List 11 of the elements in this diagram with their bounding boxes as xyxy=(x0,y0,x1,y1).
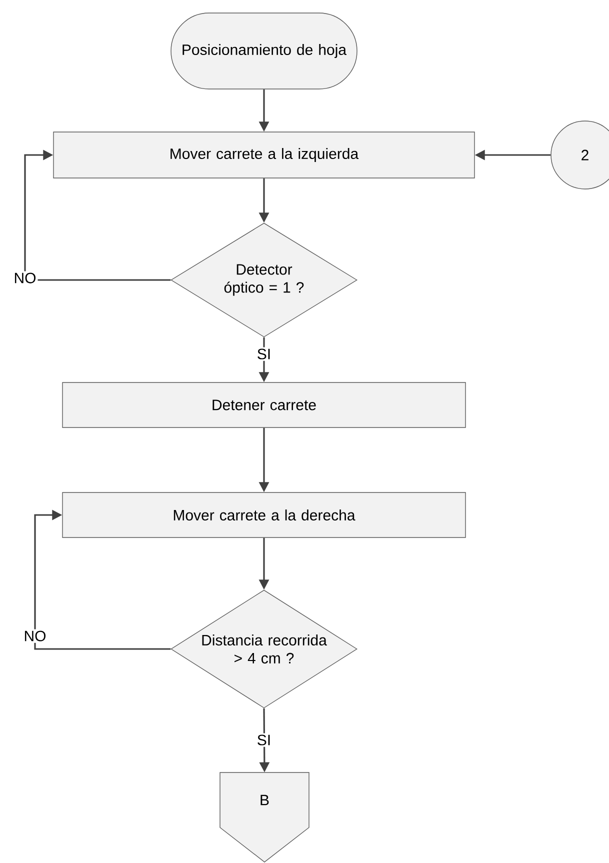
terminator-box: Posicionamiento de hoja xyxy=(170,12,358,90)
process-box: Mover carrete a la derecha xyxy=(62,492,466,538)
edge-label: NO xyxy=(12,271,38,285)
process-box: Mover carrete a la izquierda xyxy=(53,132,475,178)
arrow xyxy=(34,510,171,650)
edge-label: SI xyxy=(255,733,273,747)
process-box: Detener carrete xyxy=(62,382,466,428)
edge-label: SI xyxy=(255,347,273,361)
arrow xyxy=(24,150,171,281)
edge-label: NO xyxy=(22,629,48,643)
off-page-connector: B xyxy=(220,772,310,862)
